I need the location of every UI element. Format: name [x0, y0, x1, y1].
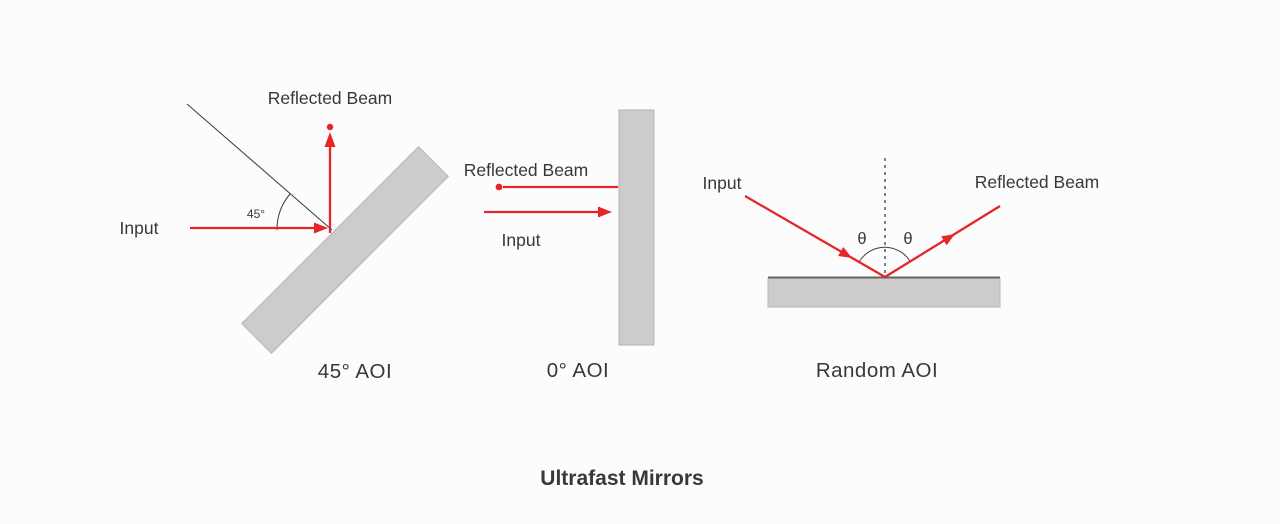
diagram-45-aoi: Reflected Beam Input 45° 45° AOI	[120, 88, 449, 383]
angle-arc	[276, 193, 291, 231]
input-label: Input	[703, 173, 742, 193]
reflected-beam-label: Reflected Beam	[464, 160, 589, 180]
diagram-random-aoi: Input Reflected Beam θ θ Random AOI	[703, 158, 1100, 382]
angle-arc	[858, 246, 911, 263]
caption-45-aoi: 45° AOI	[318, 360, 392, 383]
reflected-beam	[884, 205, 1001, 278]
theta-left-label: θ	[857, 230, 866, 248]
reflected-beam-dot-icon	[326, 123, 334, 131]
diagram-0-aoi: Reflected Beam Input 0° AOI	[464, 109, 655, 382]
input-beam	[744, 195, 886, 278]
figure-title: Ultrafast Mirrors	[540, 467, 703, 490]
angle-45-label: 45°	[247, 207, 265, 221]
reflected-beam-label: Reflected Beam	[975, 172, 1100, 192]
reflected-beam-label: Reflected Beam	[268, 88, 393, 108]
caption-random-aoi: Random AOI	[816, 359, 938, 382]
normal-line	[186, 103, 333, 231]
caption-0-aoi: 0° AOI	[547, 359, 609, 382]
input-beam-arrowhead-icon	[598, 206, 612, 218]
reflected-beam-arrowhead-icon	[941, 234, 955, 246]
mirror-45-aoi	[241, 146, 449, 354]
input-beam-arrowhead-icon	[314, 222, 328, 234]
mirror-0-aoi	[618, 109, 655, 346]
reflected-beam-dot-icon	[495, 183, 503, 191]
theta-right-label: θ	[903, 230, 912, 248]
mirror-random-aoi	[767, 277, 1001, 308]
input-label: Input	[120, 218, 159, 238]
reflected-beam-arrowhead-icon	[324, 132, 336, 147]
input-beam-arrowhead-icon	[838, 247, 852, 258]
input-label: Input	[502, 230, 541, 250]
